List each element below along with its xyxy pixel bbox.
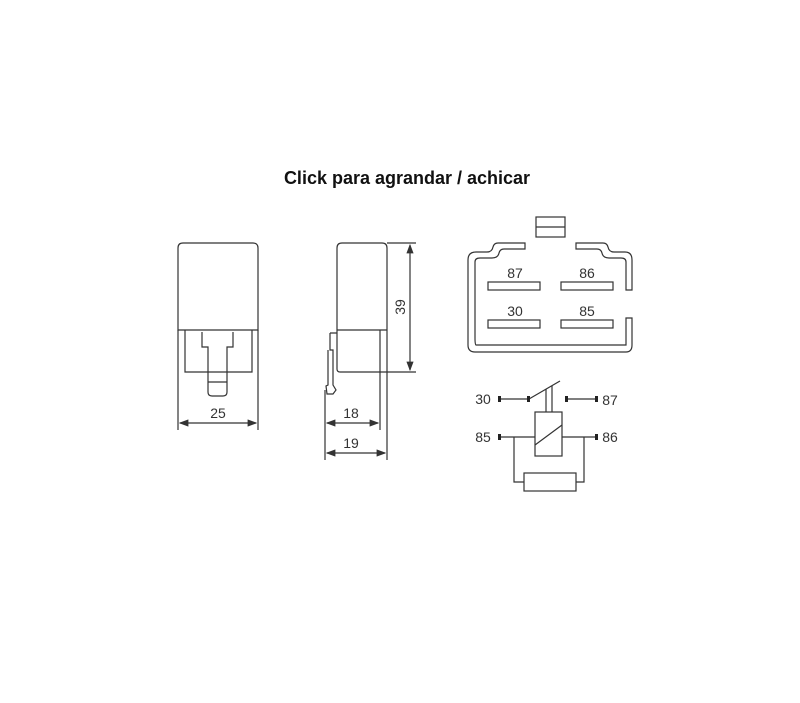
terminal-85-label: 85 xyxy=(475,429,491,445)
pin-86-label: 86 xyxy=(579,265,595,281)
width-dimension-label: 25 xyxy=(210,405,226,421)
body-depth-label: 18 xyxy=(343,405,359,421)
connector-pinout: 87 86 30 85 xyxy=(467,216,633,353)
terminal-87-label: 87 xyxy=(602,392,618,408)
pin-30-label: 30 xyxy=(507,303,523,319)
terminal-30-label: 30 xyxy=(475,391,491,407)
pin-85-label: 85 xyxy=(579,303,595,319)
pin-87-label: 87 xyxy=(507,265,523,281)
terminal-86-label: 86 xyxy=(602,429,618,445)
enlarge-toggle-link[interactable]: Click para agrandar / achicar xyxy=(283,168,531,188)
front-view: 25 xyxy=(177,242,259,430)
relay-schematic: 30 87 85 86 xyxy=(475,380,618,492)
side-view: 18 19 39 xyxy=(324,242,416,460)
height-dimension-label: 39 xyxy=(392,299,408,315)
total-depth-label: 19 xyxy=(343,435,359,451)
